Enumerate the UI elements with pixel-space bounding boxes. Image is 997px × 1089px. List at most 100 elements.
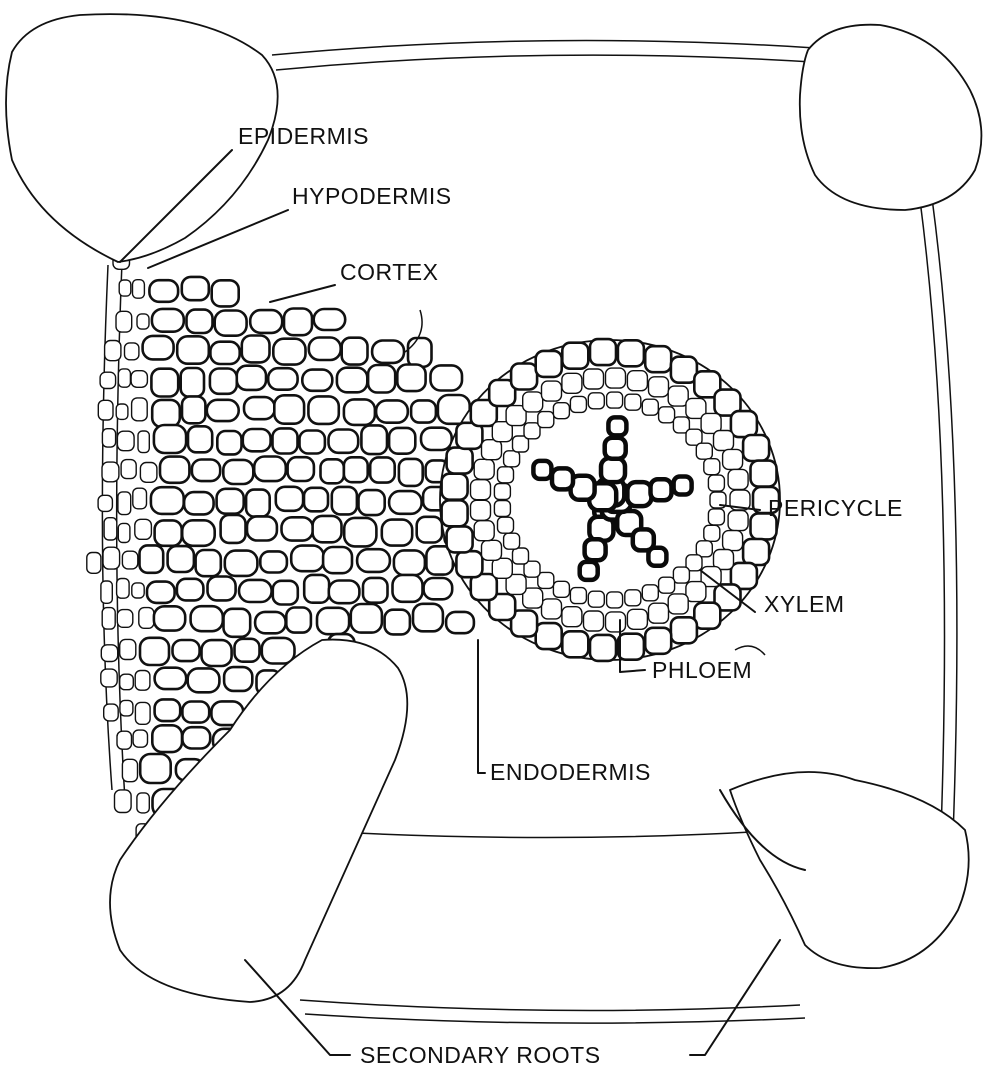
cortex-cell	[135, 702, 150, 724]
xylem-cell	[648, 548, 666, 566]
cortex-cell	[417, 517, 442, 543]
cortex-cell	[217, 431, 241, 454]
cortex-cell	[224, 609, 251, 637]
secondary-root-bottom-left	[110, 640, 407, 1002]
pericycle-cell	[542, 599, 562, 619]
cortex-cell	[154, 425, 186, 453]
phloem-cell	[494, 501, 510, 517]
label-cortex: CORTEX	[340, 259, 438, 285]
cortex-cell	[273, 428, 298, 453]
phloem-cell	[642, 399, 658, 415]
cortex-cell	[122, 759, 137, 781]
cortex-cell	[139, 608, 154, 629]
cortex-cell	[177, 336, 209, 363]
xylem-cell	[585, 539, 606, 560]
secondary-root-bottom-right	[730, 772, 969, 968]
xylem-cell	[608, 417, 626, 435]
cortex-cell	[135, 519, 152, 539]
cortex-cell	[196, 550, 221, 576]
phloem-cell	[588, 393, 604, 409]
pericycle-cell	[492, 558, 512, 578]
pericycle-cell	[606, 612, 626, 632]
cortex-cell	[274, 395, 304, 423]
cortex-cell	[224, 667, 252, 691]
cortex-cell	[408, 338, 432, 367]
pericycle-cell	[728, 511, 748, 531]
cortex-cell	[342, 338, 368, 365]
cortex-cell	[242, 336, 270, 363]
phloem-cell	[498, 517, 514, 533]
cortex-cell	[286, 608, 311, 633]
cortex-cell	[182, 520, 215, 546]
pericycle-cell	[474, 459, 494, 479]
xylem-cell	[674, 477, 692, 495]
cortex-cell	[104, 518, 117, 540]
cortex-cell	[160, 457, 189, 483]
cortex-cell	[411, 400, 436, 422]
cortex-cell	[337, 368, 367, 393]
cortex-cell	[208, 577, 236, 601]
cortex-cell	[132, 583, 144, 598]
cortex-cell	[118, 369, 130, 387]
cortex-cell	[117, 431, 134, 451]
secondary-roots-leader-right	[690, 940, 780, 1055]
cortex-cell	[192, 460, 220, 482]
cortex-cell	[207, 400, 239, 421]
cortex-cell	[237, 366, 266, 390]
cortex-cell	[309, 338, 341, 361]
label-xylem: XYLEM	[764, 591, 844, 617]
cortex-cell	[246, 490, 270, 517]
pericycle-cell	[523, 392, 543, 412]
phloem-cell	[504, 451, 520, 467]
cortex-cell	[149, 280, 178, 302]
cortex-cell	[133, 730, 147, 747]
cortex-cell	[260, 551, 287, 572]
phloem-cell	[708, 509, 724, 525]
cortex-cell	[184, 492, 214, 514]
cortex-cell	[154, 606, 185, 630]
cortex-cell	[446, 612, 474, 633]
endodermis-leader	[478, 640, 485, 773]
cortex-cell	[255, 612, 286, 633]
cortex-cell	[210, 342, 239, 364]
label-epidermis: EPIDERMIS	[238, 123, 369, 149]
cortex-cell	[329, 581, 360, 604]
cortex-cell	[100, 372, 116, 388]
secondary-root-top-left	[6, 14, 278, 262]
cortex-cell	[120, 700, 133, 716]
cortex-cell	[116, 404, 128, 419]
cortex-cell	[376, 400, 408, 422]
cortex-cell	[137, 793, 149, 813]
cortex-cell	[138, 431, 149, 453]
pericycle-cell	[562, 373, 582, 393]
cortex-cell	[323, 547, 352, 573]
cortex-cell	[102, 429, 115, 447]
label-pericycle: PERICYCLE	[768, 495, 903, 521]
phloem-cell	[570, 396, 586, 412]
endodermis-cell	[618, 340, 644, 366]
cortex-cell	[168, 546, 194, 572]
label-endodermis: ENDODERMIS	[490, 759, 651, 785]
phloem-cell	[704, 525, 720, 541]
pericycle-cell	[668, 386, 688, 406]
cortex-cell	[119, 280, 131, 296]
pericycle-cell	[649, 603, 669, 623]
pericycle-cell	[728, 469, 748, 489]
cortex-cell	[188, 668, 220, 692]
endodermis-cell	[694, 603, 720, 629]
pericycle-cell	[474, 521, 494, 541]
cortex-cell	[202, 640, 232, 666]
cortex-cell	[357, 549, 390, 572]
endodermis-cell	[536, 351, 562, 377]
cortex-cell	[155, 699, 181, 721]
cortex-cell	[254, 457, 286, 482]
pericycle-cell	[584, 611, 604, 631]
cortex-cell	[187, 310, 213, 333]
pericycle-cell	[686, 582, 706, 602]
label-phloem: PHLOEM	[652, 657, 752, 683]
phloem-cell	[642, 585, 658, 601]
cortex-cell	[118, 492, 131, 515]
cortex-cell	[140, 754, 171, 783]
cortex-cell	[132, 398, 148, 421]
